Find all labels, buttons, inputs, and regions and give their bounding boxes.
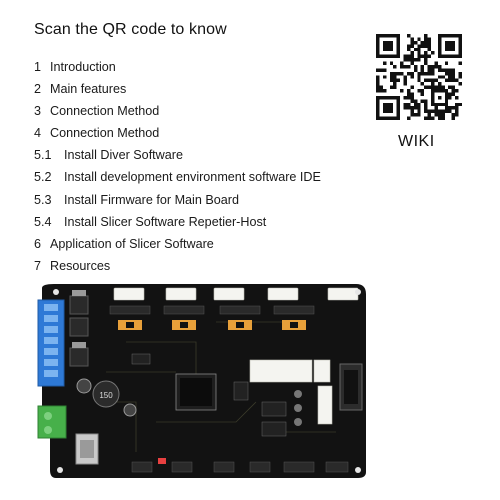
toc-item: 7 Resources (34, 255, 321, 277)
toc-item-label: Install Firmware for Main Board (64, 192, 239, 207)
toc-item-label: Main features (50, 82, 127, 97)
toc-item-number: 2 (34, 82, 42, 97)
qr-code-icon[interactable] (376, 34, 462, 120)
toc-item-label: Install Diver Software (64, 148, 183, 163)
toc-item: 1 Introduction (34, 56, 321, 78)
toc-item-label: Install Slicer Software Repetier-Host (64, 214, 267, 229)
toc-item: 5.4 Install Slicer Software Repetier-Host (34, 211, 321, 233)
toc-item: 4 Connection Method (34, 122, 321, 144)
toc-item-label: Introduction (50, 60, 116, 74)
controller-board-photo: 150 (37, 284, 366, 478)
toc-item: 6 Application of Slicer Software (34, 233, 321, 255)
toc-item-label: Connection Method (50, 104, 160, 119)
toc-item-number: 5.1 (34, 148, 52, 163)
toc-item-number: 4 (34, 126, 42, 141)
toc-item-number: 7 (34, 258, 42, 273)
toc-item-label: Resources (50, 258, 111, 273)
toc-item: 3 Connection Method (34, 100, 321, 122)
toc-item-label: Connection Method (50, 126, 160, 141)
toc-item: 5.2 Install development environment softw… (34, 166, 321, 188)
toc-item-number: 1 (34, 60, 42, 74)
toc-item: 5.1 Install Diver Software (34, 144, 321, 166)
toc-item-number: 5.3 (34, 192, 52, 207)
page-title: Scan the QR code to know (34, 21, 227, 38)
inductor-marking: 150 (99, 391, 113, 400)
qr-caption: WIKI (398, 133, 435, 150)
toc-item-number: 5.2 (34, 170, 52, 185)
toc-item-number: 6 (34, 236, 42, 251)
toc-item: 5.3 Install Firmware for Main Board (34, 189, 321, 211)
toc-item-label: Install development environment software… (64, 170, 321, 185)
toc-item-number: 3 (34, 104, 42, 119)
toc-item-label: Application of Slicer Software (50, 236, 214, 251)
toc-item-number: 5.4 (34, 214, 52, 229)
toc-item: 2 Main features (34, 78, 321, 100)
